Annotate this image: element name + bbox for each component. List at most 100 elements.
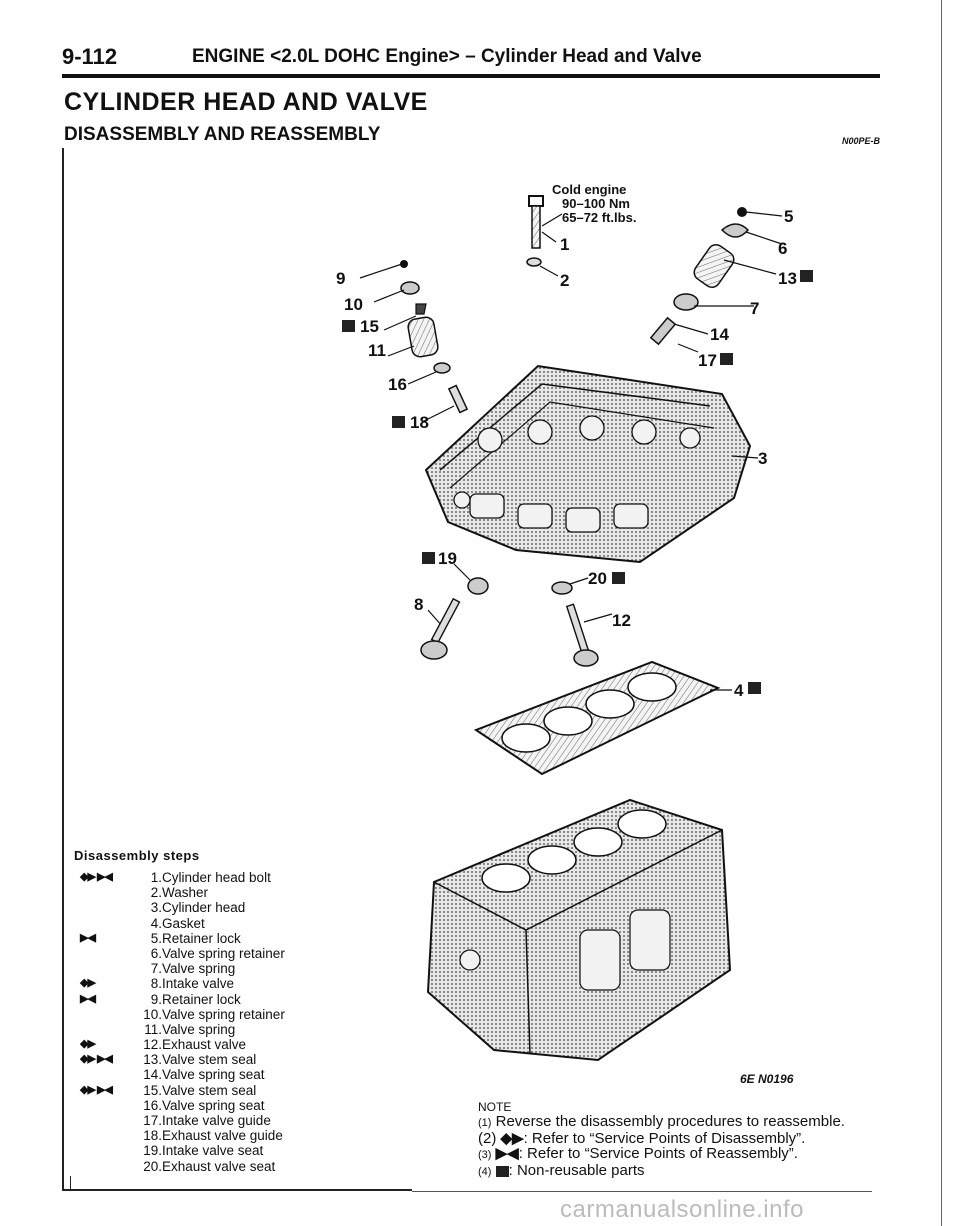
step-text: Intake valve seat xyxy=(162,1143,264,1159)
callout-7: 7 xyxy=(750,299,759,318)
step-number: 11. xyxy=(144,1021,162,1037)
header-title: ENGINE <2.0L DOHC Engine> – Cylinder Hea… xyxy=(192,46,702,67)
step-1: ◆▶ ▶◀1.Cylinder head bolt xyxy=(80,870,380,885)
step-number: 18. xyxy=(143,1128,162,1144)
note-line-2: (2) ◆▶: Refer to “Service Points of Disa… xyxy=(478,1131,845,1146)
torque-line-1: Cold engine xyxy=(552,182,626,197)
step-7: 7.Valve spring xyxy=(80,961,380,976)
step-number: 12. xyxy=(143,1037,162,1053)
note-text: Reverse the disassembly procedures to re… xyxy=(495,1113,845,1130)
head-gasket xyxy=(473,660,732,776)
non-reusable-icon xyxy=(495,1165,509,1177)
non-reusable-mark-13 xyxy=(800,270,813,282)
step-11: 11.Valve spring xyxy=(80,1022,380,1037)
page-number: 9-112 xyxy=(62,44,118,69)
step-symbol: ◆▶ xyxy=(80,1038,96,1051)
torque-line-2: 90–100 Nm xyxy=(562,196,630,211)
step-4: 4.Gasket xyxy=(80,916,380,931)
section-code: N00PE-B xyxy=(842,136,881,146)
bottom-rule-thin xyxy=(412,1191,872,1192)
exploded-diagram: Cold engine 90–100 Nm 65–72 ft.lbs. xyxy=(336,182,813,1062)
step-number: 15. xyxy=(143,1082,162,1098)
step-text: Valve spring retainer xyxy=(162,1006,285,1022)
exhaust-side-parts xyxy=(649,207,783,353)
intake-side-parts xyxy=(359,260,469,423)
note-number: (1) xyxy=(478,1117,492,1129)
note-number: (2) xyxy=(478,1130,497,1147)
note-title: NOTE xyxy=(478,1100,512,1114)
step-number: 10. xyxy=(143,1006,162,1022)
callout-16: 16 xyxy=(388,375,407,394)
page-header: 9-112 ENGINE <2.0L DOHC Engine> – Cylind… xyxy=(62,40,880,78)
step-17: 17.Intake valve guide xyxy=(80,1113,380,1128)
step-text: Retainer lock xyxy=(162,930,241,946)
non-reusable-mark-4 xyxy=(748,682,761,694)
washer-2 xyxy=(526,257,542,267)
cylinder-head-bolt xyxy=(528,195,563,249)
step-number: 1. xyxy=(150,870,162,885)
step-14: 14.Valve spring seat xyxy=(80,1067,380,1082)
step-text: Valve stem seal xyxy=(162,1082,257,1098)
bottom-rule xyxy=(62,1189,412,1191)
callout-10: 10 xyxy=(344,295,363,314)
callout-19: 19 xyxy=(438,549,457,568)
non-reusable-mark-19 xyxy=(422,552,435,564)
left-rule-inner xyxy=(70,1176,71,1190)
callout-labels: 1 2 3 4 5 6 7 8 9 10 11 12 13 14 15 16 1… xyxy=(336,207,813,700)
step-number: 7. xyxy=(150,961,162,977)
left-rule xyxy=(62,148,64,1190)
step-13: ◆▶ ▶◀13.Valve stem seal xyxy=(80,1052,380,1067)
non-reusable-mark-20 xyxy=(612,572,625,584)
step-3: 3.Cylinder head xyxy=(80,900,380,915)
step-number: 20. xyxy=(143,1158,162,1174)
callout-18: 18 xyxy=(410,413,429,432)
valves xyxy=(420,597,613,667)
step-number: 9. xyxy=(150,991,162,1007)
step-text: Valve spring xyxy=(162,961,236,977)
step-text: Exhaust valve guide xyxy=(162,1128,283,1144)
non-reusable-mark-17 xyxy=(720,353,733,365)
step-8: ◆▶8.Intake valve xyxy=(80,976,380,991)
step-20: 20.Exhaust valve seat xyxy=(80,1159,380,1174)
step-number: 17. xyxy=(143,1113,162,1128)
callout-17: 17 xyxy=(698,351,717,370)
step-10: 10.Valve spring retainer xyxy=(80,1007,380,1022)
section-subheading: DISASSEMBLY AND REASSEMBLY xyxy=(64,124,381,145)
step-number: 19. xyxy=(143,1143,162,1159)
step-number: 2. xyxy=(150,885,162,901)
note-line-1: (1) Reverse the disassembly procedures t… xyxy=(478,1114,845,1131)
note-text: : Refer to “Service Points of Disassembl… xyxy=(523,1130,806,1147)
non-reusable-mark-18 xyxy=(392,416,405,428)
step-19: 19.Intake valve seat xyxy=(80,1143,380,1158)
valve-seats xyxy=(453,563,589,595)
step-16: 16.Valve spring seat xyxy=(80,1098,380,1113)
steps-title: Disassembly steps xyxy=(74,848,200,863)
step-number: 3. xyxy=(150,900,162,916)
step-symbol: ◆▶ ▶◀ xyxy=(80,871,113,883)
callout-9: 9 xyxy=(336,269,345,288)
step-15: ◆▶ ▶◀15.Valve stem seal xyxy=(80,1083,380,1098)
note-text: : Non-reusable parts xyxy=(508,1162,645,1179)
callout-14: 14 xyxy=(710,325,729,344)
step-text: Valve spring retainer xyxy=(162,945,285,961)
note-line-3: (3) ▶◀: Refer to “Service Points of Reas… xyxy=(478,1146,845,1163)
step-text: Cylinder head xyxy=(162,900,246,916)
step-number: 6. xyxy=(150,945,162,961)
step-text: Gasket xyxy=(162,915,205,931)
reassembly-symbol: ▶◀ xyxy=(495,1145,519,1162)
torque-spec: Cold engine 90–100 Nm 65–72 ft.lbs. xyxy=(552,182,636,225)
step-text: Washer xyxy=(162,885,209,901)
step-symbol: ◆▶ ▶◀ xyxy=(80,1053,113,1066)
step-text: Retainer lock xyxy=(162,991,241,1007)
callout-13: 13 xyxy=(778,269,797,288)
step-12: ◆▶12.Exhaust valve xyxy=(80,1037,380,1052)
callout-2: 2 xyxy=(560,271,569,290)
step-number: 4. xyxy=(150,915,162,931)
step-text: Valve spring xyxy=(162,1021,236,1037)
step-number: 8. xyxy=(150,976,162,992)
step-text: Exhaust valve seat xyxy=(162,1158,276,1174)
step-2: 2.Washer xyxy=(80,885,380,900)
note-number: (4) xyxy=(478,1166,492,1178)
step-number: 13. xyxy=(143,1052,162,1068)
disassembly-symbol: ◆▶ xyxy=(500,1130,524,1147)
